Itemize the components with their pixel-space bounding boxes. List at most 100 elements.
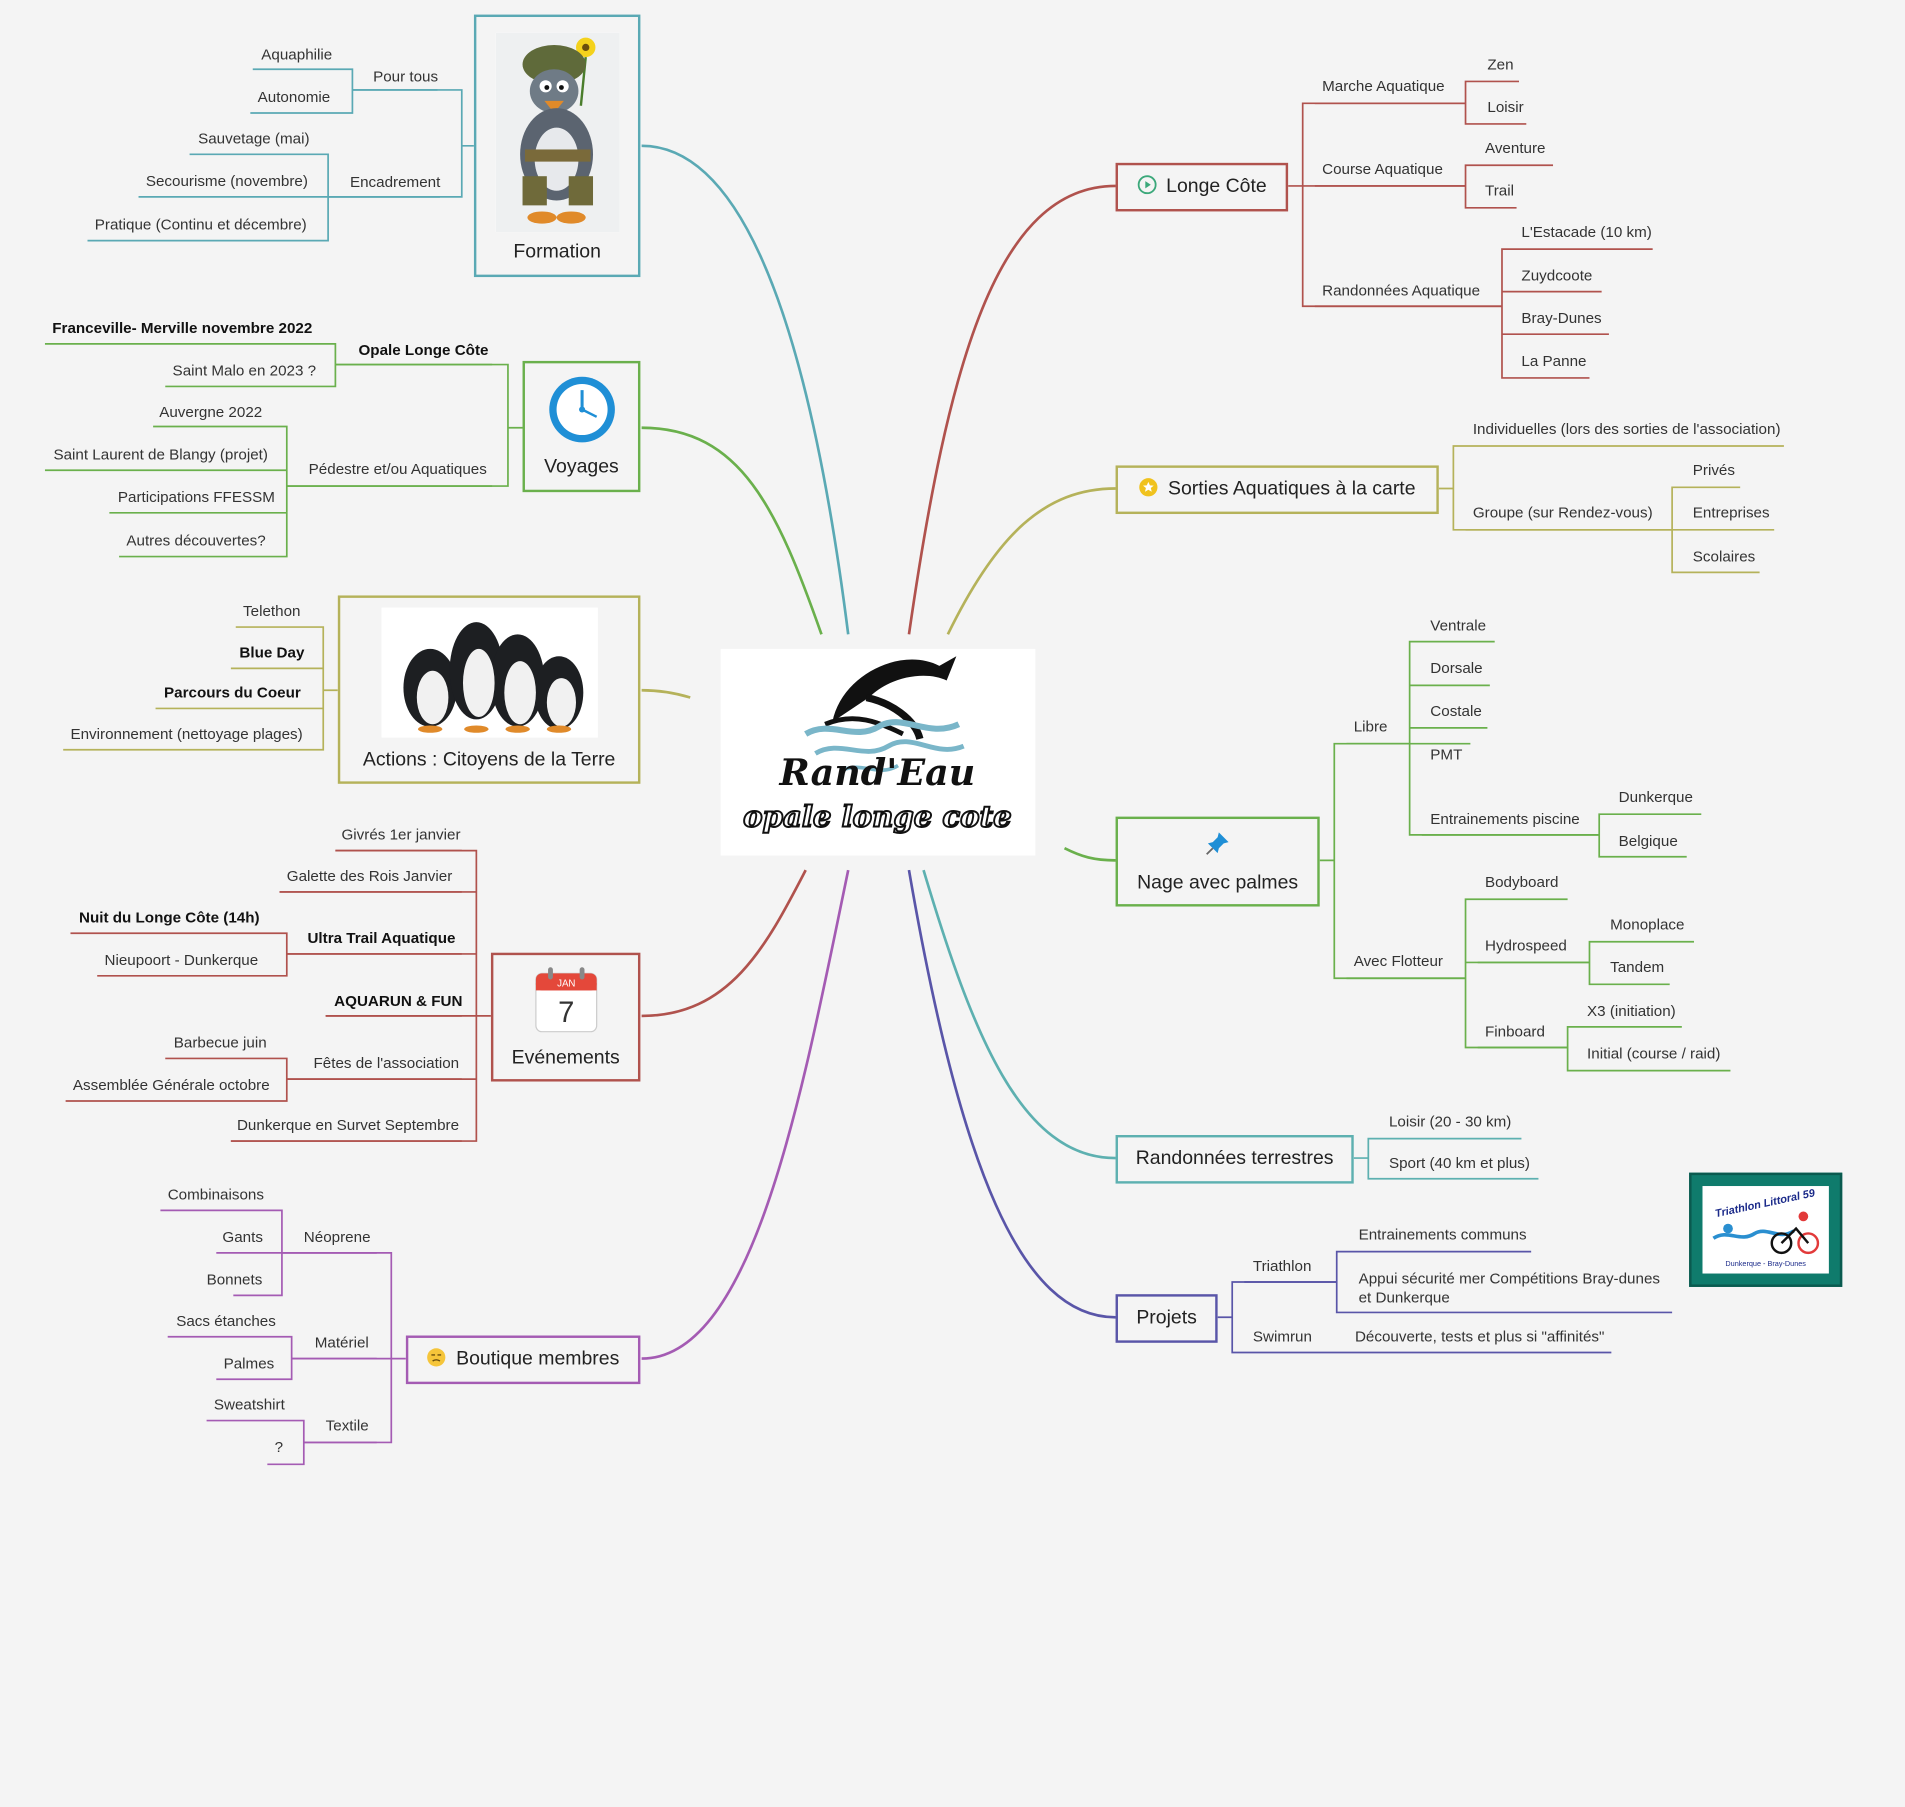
play-icon xyxy=(1137,174,1157,200)
subtopic-course[interactable]: Course Aquatique xyxy=(1322,160,1443,178)
leaf-nuit[interactable]: Nuit du Longe Côte (14h) xyxy=(78,908,260,926)
subtopic-hydrospeed[interactable]: Hydrospeed xyxy=(1484,936,1567,954)
leaf-environnement[interactable]: Environnement (nettoyage plages) xyxy=(70,725,303,743)
triathlon-littoral-logo: Triathlon Littoral 59 Dunkerque - Bray-D… xyxy=(1689,1172,1843,1287)
leaf-trail[interactable]: Trail xyxy=(1484,182,1514,200)
topic-evenements[interactable]: JAN 7 Evénements xyxy=(490,952,641,1082)
leaf-entrainements-communs[interactable]: Entrainements communs xyxy=(1358,1226,1527,1244)
subtopic-libre[interactable]: Libre xyxy=(1353,718,1388,736)
leaf-belgique[interactable]: Belgique xyxy=(1618,832,1678,850)
penguins-image xyxy=(380,607,598,738)
leaf-combinaisons[interactable]: Combinaisons xyxy=(167,1186,264,1204)
subtopic-neoprene[interactable]: Néoprene xyxy=(303,1228,371,1246)
subtopic-marche[interactable]: Marche Aquatique xyxy=(1322,77,1445,95)
leaf-question[interactable]: ? xyxy=(274,1438,284,1456)
topic-longe-cote[interactable]: Longe Côte xyxy=(1115,162,1289,212)
topic-sorties[interactable]: Sorties Aquatiques à la carte xyxy=(1115,465,1439,515)
clock-icon xyxy=(547,375,615,449)
leaf-saint-laurent[interactable]: Saint Laurent de Blangy (projet) xyxy=(53,445,268,463)
leaf-ventrale[interactable]: Ventrale xyxy=(1430,617,1487,635)
leaf-gants[interactable]: Gants xyxy=(222,1228,263,1246)
leaf-loisir[interactable]: Loisir xyxy=(1487,98,1524,116)
topic-title: Formation xyxy=(513,241,601,263)
leaf-loisir-rando[interactable]: Loisir (20 - 30 km) xyxy=(1388,1113,1512,1131)
subtopic-triathlon[interactable]: Triathlon xyxy=(1252,1257,1312,1275)
leaf-sweatshirt[interactable]: Sweatshirt xyxy=(213,1396,285,1414)
leaf-telethon[interactable]: Telethon xyxy=(243,602,301,620)
leaf-autres[interactable]: Autres découvertes? xyxy=(126,532,266,550)
leaf-bray-dunes[interactable]: Bray-Dunes xyxy=(1521,309,1602,327)
leaf-estacade[interactable]: L'Estacade (10 km) xyxy=(1521,223,1652,241)
leaf-givres[interactable]: Givrés 1er janvier xyxy=(341,826,461,844)
topic-voyages[interactable]: Voyages xyxy=(522,360,641,493)
leaf-aquaphilie[interactable]: Aquaphilie xyxy=(261,46,333,64)
leaf-aquarun[interactable]: AQUARUN & FUN xyxy=(334,992,463,1010)
leaf-survet[interactable]: Dunkerque en Survet Septembre xyxy=(236,1116,460,1134)
central-logo[interactable]: Rand'Eau opale longe cote xyxy=(720,648,1036,856)
topic-projets[interactable]: Projets xyxy=(1115,1294,1218,1343)
calendar-day: 7 xyxy=(558,996,574,1028)
leaf-aventure[interactable]: Aventure xyxy=(1484,139,1546,157)
leaf-dunkerque[interactable]: Dunkerque xyxy=(1618,788,1693,806)
leaf-assemblee[interactable]: Assemblée Générale octobre xyxy=(72,1076,270,1094)
leaf-costale[interactable]: Costale xyxy=(1430,702,1482,720)
subtopic-encadrement[interactable]: Encadrement xyxy=(349,173,441,191)
leaf-decouverte[interactable]: Découverte, tests et plus si "affinités" xyxy=(1354,1328,1605,1346)
topic-boutique[interactable]: Boutique membres xyxy=(405,1335,641,1385)
subtopic-textile[interactable]: Textile xyxy=(325,1416,369,1434)
leaf-palmes[interactable]: Palmes xyxy=(223,1354,275,1372)
leaf-entreprises[interactable]: Entreprises xyxy=(1692,504,1770,522)
leaf-bodyboard[interactable]: Bodyboard xyxy=(1484,873,1559,891)
brand-text: Rand'Eau xyxy=(779,751,976,794)
star-icon xyxy=(1139,477,1158,503)
subtopic-materiel[interactable]: Matériel xyxy=(314,1334,369,1352)
subtopic-flotteur[interactable]: Avec Flotteur xyxy=(1353,952,1443,970)
leaf-auvergne[interactable]: Auvergne 2022 xyxy=(159,403,263,421)
leaf-scolaires[interactable]: Scolaires xyxy=(1692,548,1756,566)
leaf-nieuport[interactable]: Nieupoort - Dunkerque xyxy=(104,951,259,969)
leaf-pmt[interactable]: PMT xyxy=(1430,746,1463,764)
topic-title: Projets xyxy=(1136,1307,1197,1329)
subtopic-swimrun[interactable]: Swimrun xyxy=(1252,1328,1312,1346)
leaf-prives[interactable]: Privés xyxy=(1692,461,1735,479)
leaf-dorsale[interactable]: Dorsale xyxy=(1430,659,1483,677)
leaf-sport-rando[interactable]: Sport (40 km et plus) xyxy=(1388,1154,1530,1172)
leaf-pratique[interactable]: Pratique (Continu et décembre) xyxy=(94,216,307,234)
leaf-bonnets[interactable]: Bonnets xyxy=(206,1271,263,1289)
leaf-x3[interactable]: X3 (initiation) xyxy=(1587,1002,1676,1020)
leaf-zen[interactable]: Zen xyxy=(1487,55,1514,73)
leaf-individuelles[interactable]: Individuelles (lors des sorties de l'ass… xyxy=(1472,420,1781,438)
leaf-monoplace[interactable]: Monoplace xyxy=(1610,916,1685,934)
subtopic-pour-tous[interactable]: Pour tous xyxy=(373,68,439,86)
leaf-sacs[interactable]: Sacs étanches xyxy=(176,1312,276,1330)
leaf-sauvetage[interactable]: Sauvetage (mai) xyxy=(198,130,310,148)
leaf-tandem[interactable]: Tandem xyxy=(1610,958,1665,976)
topic-randonnees-terrestres[interactable]: Randonnées terrestres xyxy=(1115,1134,1354,1184)
leaf-appui-securite[interactable]: Appui sécurité mer Compétitions Bray-dun… xyxy=(1358,1269,1661,1307)
leaf-secourisme[interactable]: Secourisme (novembre) xyxy=(145,172,308,190)
leaf-participations[interactable]: Participations FFESSM xyxy=(117,488,275,506)
leaf-saint-malo[interactable]: Saint Malo en 2023 ? xyxy=(172,362,317,380)
leaf-barbecue[interactable]: Barbecue juin xyxy=(173,1034,267,1052)
subtopic-opale[interactable]: Opale Longe Côte xyxy=(358,341,489,359)
leaf-parcours[interactable]: Parcours du Coeur xyxy=(164,684,301,702)
leaf-initial[interactable]: Initial (course / raid) xyxy=(1587,1045,1721,1063)
subtopic-fetes[interactable]: Fêtes de l'association xyxy=(313,1054,460,1072)
subtopic-randonnees-aquatique[interactable]: Randonnées Aquatique xyxy=(1322,281,1481,299)
leaf-galette[interactable]: Galette des Rois Janvier xyxy=(286,867,453,885)
topic-title: Actions : Citoyens de la Terre xyxy=(362,749,616,771)
subtopic-pedestre[interactable]: Pédestre et/ou Aquatiques xyxy=(308,460,487,478)
leaf-franceville[interactable]: Franceville- Merville novembre 2022 xyxy=(52,319,313,337)
topic-nage[interactable]: Nage avec palmes xyxy=(1115,816,1320,907)
subtopic-finboard[interactable]: Finboard xyxy=(1484,1023,1545,1041)
topic-actions[interactable]: Actions : Citoyens de la Terre xyxy=(337,595,641,784)
subtopic-groupe[interactable]: Groupe (sur Rendez-vous) xyxy=(1472,504,1653,522)
subtopic-ultra-trail[interactable]: Ultra Trail Aquatique xyxy=(307,929,456,947)
leaf-la-panne[interactable]: La Panne xyxy=(1521,352,1587,370)
leaf-autonomie[interactable]: Autonomie xyxy=(257,88,331,106)
leaf-zuydcoote[interactable]: Zuydcoote xyxy=(1521,267,1593,285)
subtopic-entrainements[interactable]: Entrainements piscine xyxy=(1430,810,1580,828)
leaf-blue-day[interactable]: Blue Day xyxy=(239,644,305,662)
topic-formation[interactable]: Formation xyxy=(473,14,641,278)
topic-title: Sorties Aquatiques à la carte xyxy=(1167,478,1416,500)
